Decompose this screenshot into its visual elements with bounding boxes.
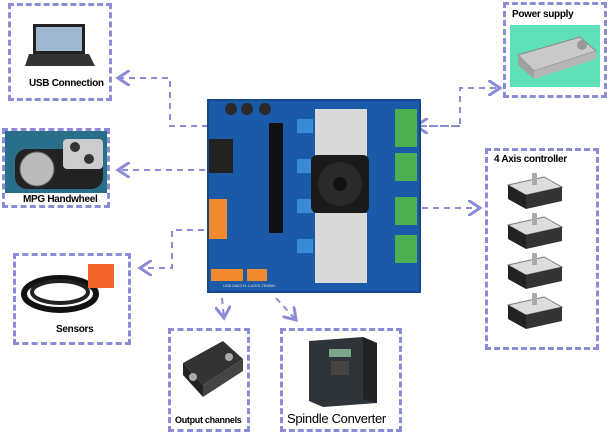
output-channels-label: Output channels (175, 415, 242, 425)
handwheel-icon (5, 131, 107, 193)
usb-connection-box: USB Connection (8, 3, 112, 101)
mpg-handwheel-label: MPG Handwheel (23, 194, 98, 205)
mpg-handwheel-box: MPG Handwheel (2, 128, 110, 208)
controller-board: USB MACH3 4-AXIS-TB6560 (207, 99, 421, 293)
stepper-motor-icon (506, 293, 564, 329)
spindle-converter-label: Spindle Converter (287, 411, 386, 426)
stepper-motor-icon (506, 253, 564, 289)
terminal-green-3 (395, 197, 417, 225)
axis-controller-label: 4 Axis controller (494, 154, 567, 165)
power-supply-label: Power supply (512, 9, 574, 20)
sensors-box: Sensors (13, 253, 131, 345)
solid-state-relay-icon (183, 341, 243, 397)
vfd-icon (309, 337, 377, 407)
board-label: USB MACH3 4-AXIS-TB6560 (223, 283, 276, 288)
power-supply-box: Power supply (503, 2, 607, 98)
proximity-sensor-icon (21, 264, 114, 313)
terminal-orange-bottom-2 (247, 269, 267, 281)
terminal-green-2 (395, 153, 417, 181)
stepper-motors (504, 171, 568, 331)
link-output (222, 297, 224, 318)
stepper-motor-icon (506, 213, 564, 249)
power-supply-icon (510, 25, 600, 87)
terminal-green-4 (395, 235, 417, 263)
terminal-orange-bottom-1 (211, 269, 243, 281)
link-spindle (275, 297, 296, 320)
usb-connection-label: USB Connection (29, 78, 104, 89)
link-sensors (140, 229, 215, 268)
link-usb (118, 78, 230, 127)
heatsink-top (315, 109, 367, 161)
output-channels-box: Output channels (168, 328, 250, 432)
board-components (207, 103, 417, 283)
db9-port (207, 139, 233, 173)
sensors-label: Sensors (56, 324, 94, 335)
spindle-converter-box: Spindle Converter (280, 328, 402, 432)
link-power (418, 88, 500, 127)
laptop-icon (25, 24, 95, 66)
terminal-green-1 (395, 109, 417, 147)
stepper-motor-icon (506, 173, 564, 209)
axis-controller-box: 4 Axis controller (485, 148, 599, 350)
terminal-orange-left (209, 199, 227, 239)
heatsink-bottom (315, 213, 367, 283)
